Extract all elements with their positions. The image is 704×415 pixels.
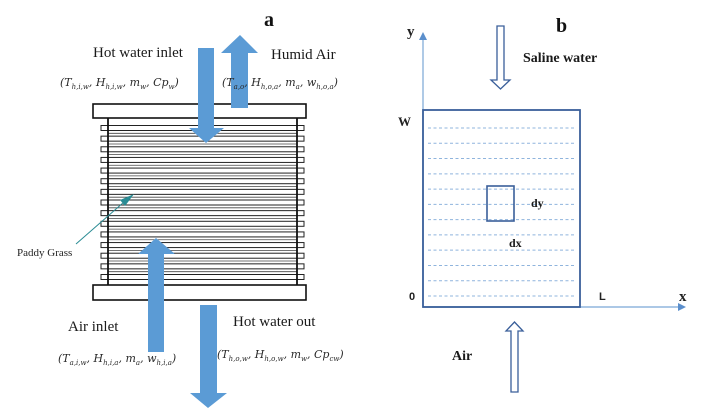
humid-air-formula: (Ta,o, Hh,o,a, ma, wh,o,a)	[222, 77, 338, 91]
paddy-grass-pointer	[75, 194, 134, 245]
formula-subscript: a	[295, 83, 300, 91]
dashed-flow-lines	[428, 127, 576, 297]
hot-water-inlet-label: Hot water inlet	[93, 45, 183, 61]
grass-slat	[100, 220, 305, 227]
formula-subscript: h,i,w	[71, 83, 89, 91]
x-axis-arrowhead	[678, 303, 686, 311]
grass-slat	[100, 188, 305, 195]
humid-air-arrow	[221, 35, 258, 108]
panel-a-tower	[92, 103, 307, 301]
formula-term: (T	[217, 348, 229, 361]
grass-slat	[100, 167, 305, 174]
bottom-plate	[92, 284, 307, 301]
y-max-label: W	[398, 114, 411, 129]
formula-term: )	[339, 348, 344, 361]
panel-a-letter: a	[264, 9, 274, 31]
grass-slat	[100, 156, 305, 163]
grass-slat	[100, 242, 305, 249]
grass-slat	[100, 210, 305, 217]
formula-subscript: h,i,w	[105, 83, 123, 91]
y-axis-arrowhead	[419, 32, 427, 40]
formula-term: )	[171, 352, 177, 365]
grass-slat	[100, 146, 305, 153]
formula-term: , m	[118, 352, 136, 365]
dx-label: dx	[509, 236, 522, 250]
panel-b-domain	[419, 32, 686, 311]
y-axis-label: y	[407, 24, 415, 40]
paddy-grass-label: Paddy Grass	[17, 247, 73, 259]
formula-subscript: h,o,w	[264, 355, 284, 363]
air-inlet-label: Air inlet	[68, 319, 119, 335]
hot-water-out-arrow	[190, 305, 227, 408]
formula-subscript: h,o,w	[228, 355, 248, 363]
grass-slat	[100, 231, 305, 238]
grass-slat	[100, 263, 305, 270]
element-dxdy	[486, 185, 515, 222]
formula-term: , H	[88, 76, 106, 89]
origin-label: 0	[409, 291, 416, 303]
formula-subscript: cw	[329, 355, 340, 363]
formula-term: , m	[278, 76, 296, 89]
air-inlet-formula: (Ta,i,w, Hh,i,a, ma, wh,i,a)	[58, 353, 176, 367]
formula-term: , H	[86, 352, 104, 365]
hot-water-out-label: Hot water out	[233, 314, 316, 330]
formula-term: , H	[244, 76, 261, 89]
grass-slat	[100, 178, 305, 185]
formula-term: , Cp	[307, 348, 330, 361]
formula-term: (T	[58, 352, 70, 365]
grass-slat	[100, 274, 305, 280]
formula-term: , H	[247, 348, 265, 361]
formula-term: )	[174, 76, 179, 89]
formula-subscript: a,o	[233, 83, 245, 91]
formula-subscript: a,i,w	[69, 359, 87, 367]
air-inlet-arrow	[138, 238, 175, 352]
formula-subscript: w	[168, 83, 175, 91]
grass-slat	[100, 252, 305, 259]
formula-term: (T	[222, 76, 234, 89]
formula-subscript: h,i,a	[156, 359, 172, 367]
x-axis-label: x	[679, 289, 687, 305]
grass-slat	[100, 199, 305, 206]
saline-water-arrow	[489, 25, 512, 90]
air-flow-arrow	[504, 321, 525, 393]
formula-term: , m	[283, 348, 302, 361]
paddy-grass-slats	[100, 125, 305, 280]
formula-term: , Cp	[146, 76, 169, 89]
hot-water-inlet-arrow	[189, 48, 224, 143]
panel-b-letter: b	[556, 15, 568, 37]
hot-water-inlet-formula: (Th,i,w, Hh,i,w, mw, Cpw)	[60, 77, 179, 91]
formula-term: , w	[299, 76, 317, 89]
humid-air-label: Humid Air	[271, 47, 336, 63]
x-end-label: L	[599, 291, 606, 303]
domain-rect	[422, 109, 581, 308]
formula-subscript: a	[135, 359, 141, 367]
saline-water-label: Saline water	[523, 51, 598, 66]
dy-label: dy	[531, 196, 544, 210]
formula-term: )	[333, 76, 338, 89]
formula-subscript: w	[301, 355, 308, 363]
formula-subscript: h,i,a	[103, 359, 119, 367]
formula-subscript: w	[140, 83, 147, 91]
formula-term: (T	[60, 76, 72, 89]
formula-term: , w	[140, 352, 157, 365]
hot-water-out-formula: (Th,o,w, Hh,o,w, mw, Cpcw)	[217, 349, 344, 363]
formula-term: , m	[122, 76, 141, 89]
formula-subscript: h,o,a	[316, 83, 334, 91]
air-label: Air	[452, 349, 473, 364]
formula-subscript: h,o,a	[260, 83, 279, 91]
